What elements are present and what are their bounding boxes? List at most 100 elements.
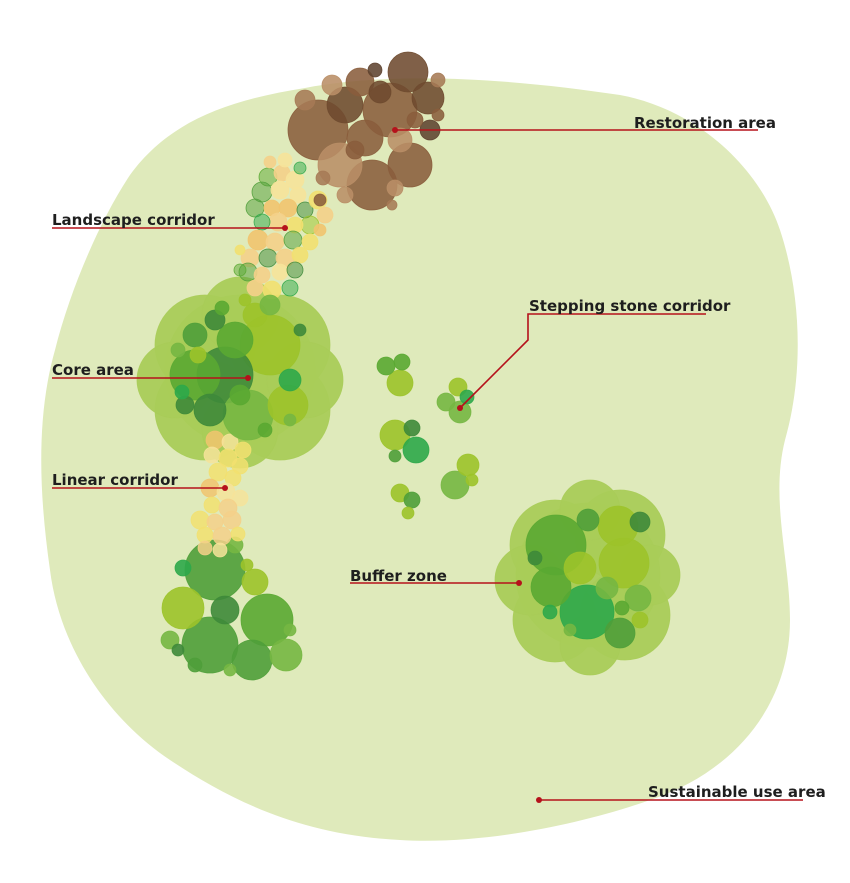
- corridor-circle: [196, 526, 214, 544]
- label-landscape-corridor: Landscape corridor: [52, 211, 215, 229]
- tree-circle: [403, 419, 421, 437]
- tree-circle: [283, 623, 297, 637]
- corridor-circle: [271, 263, 289, 281]
- linear-corridor-area: [190, 430, 252, 558]
- tree-circle: [241, 568, 269, 596]
- buffer-zone-area: [494, 479, 681, 676]
- corridor-circle: [253, 266, 271, 284]
- tree-circle: [174, 384, 190, 400]
- tree-circle: [214, 300, 230, 316]
- corridor-circle: [293, 161, 307, 175]
- label-stepping-stone-corridor: Stepping stone corridor: [529, 297, 731, 315]
- tree-circle: [283, 413, 297, 427]
- tree-circle: [448, 400, 472, 424]
- tree-circle: [403, 491, 421, 509]
- corridor-circle: [197, 540, 213, 556]
- tree-circle: [631, 611, 649, 629]
- leader-core-area: [52, 375, 251, 381]
- corridor-circle: [233, 263, 247, 277]
- tree-circle: [161, 586, 205, 630]
- leader-restoration: [392, 127, 758, 133]
- corridor-circle: [283, 230, 303, 250]
- leader-linear-corridor: [52, 485, 228, 491]
- tree-circle: [388, 449, 402, 463]
- label-buffer-zone: Buffer zone: [350, 567, 447, 585]
- tree-circle: [216, 321, 254, 359]
- label-core-area: Core area: [52, 361, 134, 379]
- tree-circle: [171, 643, 185, 657]
- corridor-circle: [316, 206, 334, 224]
- leader-landscape-corridor: [52, 225, 288, 231]
- stepping-stone-patches: [376, 353, 480, 520]
- corridor-circle: [203, 496, 221, 514]
- tree-circle: [189, 346, 207, 364]
- restoration-circle: [313, 193, 327, 207]
- landscape-corridor-area: [233, 152, 334, 300]
- corridor-circle: [286, 261, 304, 279]
- corridor-circle: [247, 229, 269, 251]
- tree-circle: [257, 422, 273, 438]
- corridor-circle: [212, 526, 232, 546]
- tree-circle: [293, 323, 307, 337]
- tree-circle: [160, 630, 180, 650]
- restoration-circle: [315, 170, 331, 186]
- corridor-circle: [253, 213, 271, 231]
- corridor-circle: [258, 248, 278, 268]
- corridor-circle: [263, 155, 277, 169]
- tree-circle: [229, 384, 251, 406]
- restoration-circle: [387, 51, 429, 93]
- corridor-circle: [203, 446, 221, 464]
- tree-circle: [595, 576, 619, 600]
- tree-circle: [193, 393, 227, 427]
- tree-circle: [231, 639, 273, 681]
- core-area-forest: [169, 293, 309, 441]
- tree-circle: [402, 436, 430, 464]
- corridor-circle: [313, 223, 327, 237]
- corridor-circle: [291, 246, 309, 264]
- corridor-circle: [234, 441, 252, 459]
- restoration-circle: [411, 81, 445, 115]
- corridor-circle: [286, 216, 304, 234]
- corridor-circle: [222, 510, 242, 530]
- restoration-area-cluster: [287, 51, 446, 211]
- tree-circle: [240, 593, 294, 647]
- tree-circle: [629, 511, 651, 533]
- tree-circle: [210, 595, 240, 625]
- tree-circle: [563, 623, 577, 637]
- corridor-circle: [289, 186, 307, 204]
- tree-circle: [624, 584, 652, 612]
- corridor-circle: [234, 244, 246, 256]
- tree-circle: [269, 638, 303, 672]
- tree-circle: [174, 559, 192, 577]
- leader-buffer-zone: [350, 580, 522, 586]
- tree-circle: [527, 550, 543, 566]
- restoration-circle: [321, 74, 343, 96]
- restoration-circle: [406, 111, 424, 129]
- leader-stepping-stone: [457, 313, 706, 411]
- tree-circle: [393, 353, 411, 371]
- tree-circle: [604, 617, 636, 649]
- restoration-circle: [294, 89, 316, 111]
- tree-circle: [238, 293, 252, 307]
- corridor-circle: [265, 232, 285, 252]
- label-sustainable-use-area: Sustainable use area: [648, 783, 826, 801]
- tree-circle: [459, 389, 475, 405]
- tree-circle: [223, 663, 237, 677]
- corridor-circle: [281, 279, 299, 297]
- restoration-circle: [430, 72, 446, 88]
- tree-circle: [376, 356, 396, 376]
- restoration-circle: [386, 179, 404, 197]
- restoration-circle: [326, 86, 364, 124]
- corridor-circle: [212, 542, 228, 558]
- restoration-circle: [345, 67, 375, 97]
- tree-circle: [240, 558, 254, 572]
- restoration-circle: [367, 62, 383, 78]
- tree-circle: [187, 657, 203, 673]
- tree-circle: [278, 368, 302, 392]
- leader-sustainable-use: [536, 797, 803, 803]
- restoration-circle: [368, 80, 392, 104]
- corridor-circle: [246, 279, 264, 297]
- tree-circle: [576, 508, 600, 532]
- restoration-circle: [431, 108, 445, 122]
